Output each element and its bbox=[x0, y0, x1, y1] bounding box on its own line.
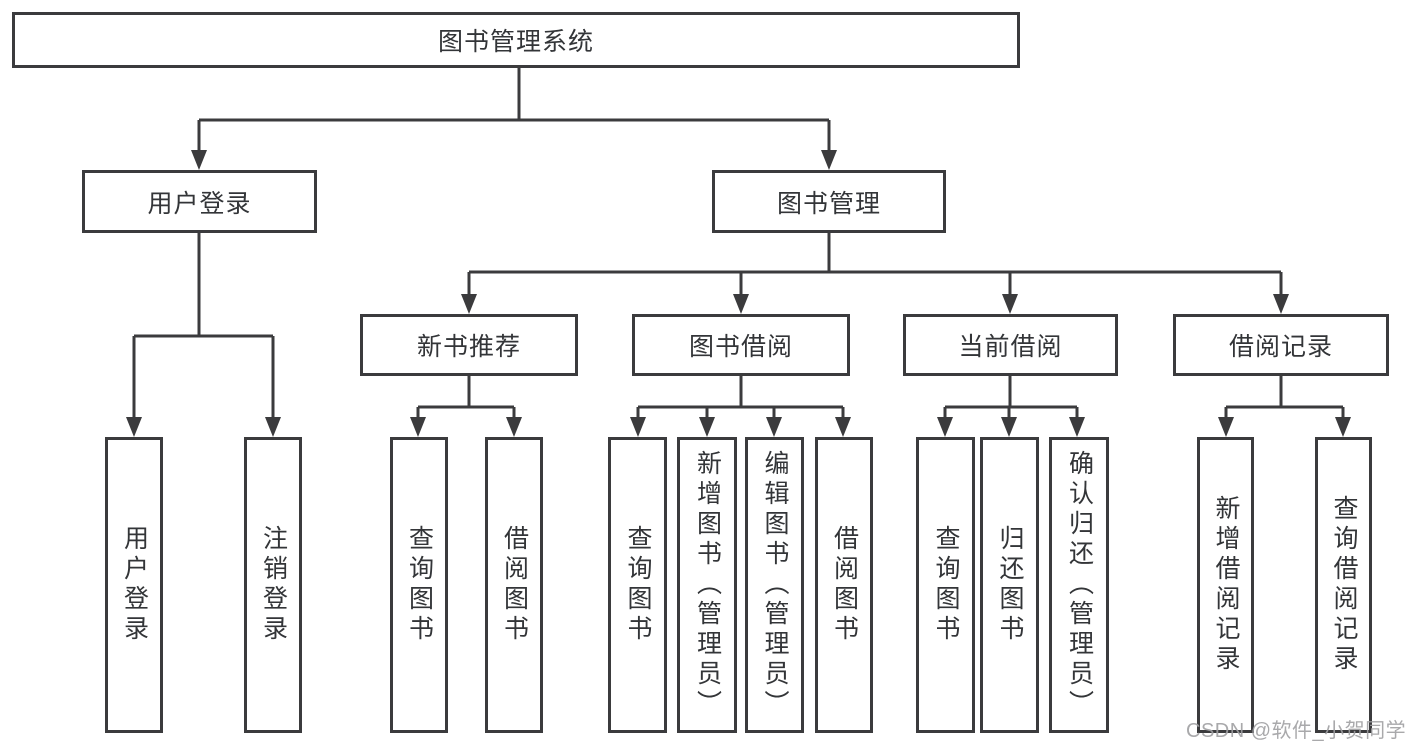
node-label: 新增图书（管理员） bbox=[693, 450, 722, 720]
node-book-management: 图书管理 bbox=[712, 170, 946, 233]
leaf-query-books-current: 查询图书 bbox=[916, 437, 975, 733]
leaf-logout: 注销登录 bbox=[244, 437, 302, 733]
leaf-add-borrow-record: 新增借阅记录 bbox=[1197, 437, 1254, 733]
node-label: 新书推荐 bbox=[416, 333, 521, 361]
leaf-borrow-books-recommend: 借阅图书 bbox=[485, 437, 543, 733]
node-label: 新增借阅记录 bbox=[1212, 495, 1240, 675]
node-label: 图书管理系统 bbox=[437, 28, 594, 56]
node-label: 用户登录 bbox=[120, 525, 149, 645]
node-label: 借阅图书 bbox=[500, 525, 529, 645]
node-borrowing-records: 借阅记录 bbox=[1173, 314, 1389, 376]
csdn-watermark: CSDN @软件_小贺同学 bbox=[1186, 720, 1405, 742]
node-label: 注销登录 bbox=[259, 525, 288, 645]
node-label: 图书借阅 bbox=[688, 333, 793, 361]
node-label: 借阅图书 bbox=[830, 525, 859, 645]
node-label: 确认归还（管理员） bbox=[1065, 450, 1094, 720]
node-label: 归还图书 bbox=[996, 525, 1024, 645]
node-label: 图书管理 bbox=[776, 189, 881, 218]
node-label: 查询图书 bbox=[405, 525, 434, 645]
node-current-borrowing: 当前借阅 bbox=[903, 314, 1118, 376]
node-library-management-system: 图书管理系统 bbox=[12, 12, 1020, 68]
node-book-borrowing: 图书借阅 bbox=[632, 314, 850, 376]
node-new-book-recommendation: 新书推荐 bbox=[360, 314, 578, 376]
leaf-return-book: 归还图书 bbox=[980, 437, 1039, 733]
leaf-query-books-borrow: 查询图书 bbox=[608, 437, 667, 733]
leaf-user-login: 用户登录 bbox=[105, 437, 163, 733]
node-label: 查询图书 bbox=[932, 525, 960, 645]
node-label: 查询图书 bbox=[624, 525, 652, 645]
leaf-query-borrow-record: 查询借阅记录 bbox=[1315, 437, 1372, 733]
leaf-add-book-admin: 新增图书（管理员） bbox=[677, 437, 737, 733]
node-label: 查询借阅记录 bbox=[1330, 495, 1358, 675]
node-label: 借阅记录 bbox=[1228, 333, 1333, 361]
leaf-borrow-books: 借阅图书 bbox=[815, 437, 873, 733]
node-label: 编辑图书（管理员） bbox=[761, 450, 789, 720]
node-label: 用户登录 bbox=[147, 189, 252, 218]
leaf-query-books-recommend: 查询图书 bbox=[390, 437, 448, 733]
leaf-confirm-return-admin: 确认归还（管理员） bbox=[1049, 437, 1109, 733]
node-user-login: 用户登录 bbox=[82, 170, 317, 233]
leaf-edit-book-admin: 编辑图书（管理员） bbox=[745, 437, 804, 733]
node-label: 当前借阅 bbox=[958, 333, 1063, 361]
